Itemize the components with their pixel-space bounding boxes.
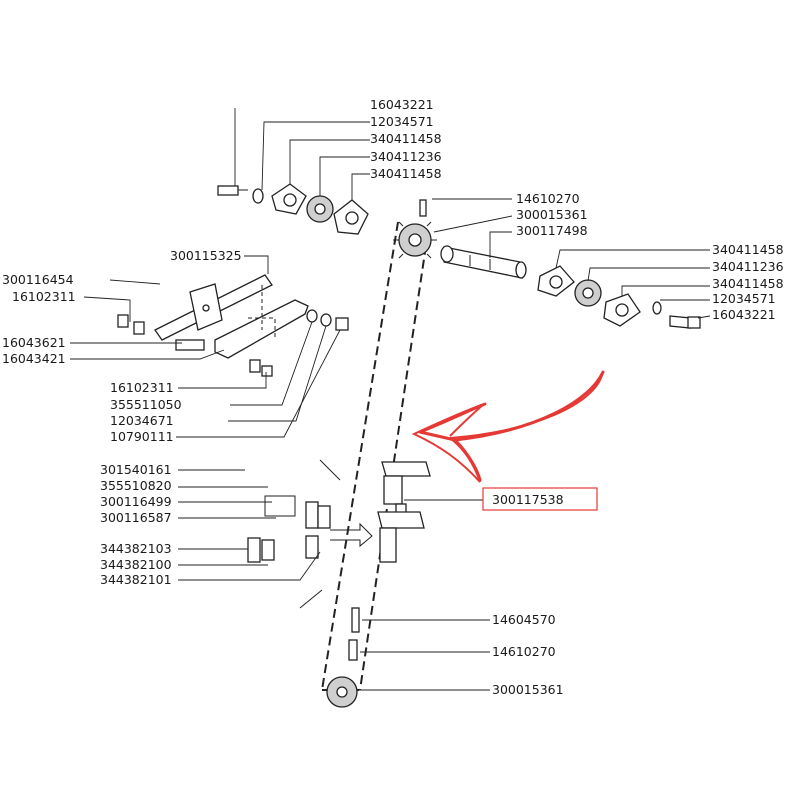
label-left-lower-3: 10790111 — [110, 429, 174, 444]
label-right-0: 340411458 — [712, 242, 784, 257]
top-sprocket — [393, 199, 437, 259]
leader-lines — [70, 108, 711, 691]
drive-shaft — [440, 245, 527, 279]
label-left-lower-2: 12034671 — [110, 413, 174, 428]
label-bottom-0: 14604570 — [492, 612, 556, 627]
label-right-1: 340411236 — [712, 259, 784, 274]
label-left-mid-1: 16043421 — [2, 351, 66, 366]
highlight-arrow-head — [411, 371, 604, 483]
label-bracket: 300115325 — [170, 248, 242, 263]
label-left-upper-0: 300116454 — [2, 272, 74, 287]
right-bearing-assembly — [537, 265, 701, 329]
label-right-3: 12034571 — [712, 291, 776, 306]
label-left-lower-0: 16102311 — [110, 380, 174, 395]
label-link-4: 344382103 — [100, 541, 172, 556]
link-parts — [247, 459, 341, 609]
label-link-5: 344382100 — [100, 557, 172, 572]
label-top-2: 340411458 — [370, 131, 442, 146]
label-top-4: 340411458 — [370, 166, 442, 181]
top-bearing-assembly — [217, 183, 369, 235]
label-link-1: 355510820 — [100, 478, 172, 493]
highlight-arrow — [418, 370, 605, 482]
conveyor-links — [330, 461, 431, 563]
bottom-parts — [326, 607, 360, 708]
label-left-mid-0: 16043621 — [2, 335, 66, 350]
label-top-3: 340411236 — [370, 149, 442, 164]
label-highlighted: 300117538 — [492, 492, 564, 507]
label-bottom-2: 300015361 — [492, 682, 564, 697]
label-right-2: 340411458 — [712, 276, 784, 291]
label-link-2: 300116499 — [100, 494, 172, 509]
label-link-0: 301540161 — [100, 462, 172, 477]
label-top-1: 12034571 — [370, 114, 434, 129]
mounting-bracket — [117, 274, 349, 377]
label-right-4: 16043221 — [712, 307, 776, 322]
label-chain-top-2: 300117498 — [516, 223, 588, 238]
part-labels: 16043221 12034571 340411458 340411236 34… — [2, 97, 784, 697]
label-left-upper-1: 16102311 — [12, 289, 76, 304]
label-bottom-1: 14610270 — [492, 644, 556, 659]
label-chain-top-0: 14610270 — [516, 191, 580, 206]
label-link-6: 344382101 — [100, 572, 172, 587]
label-left-lower-1: 355511050 — [110, 397, 182, 412]
label-link-3: 300116587 — [100, 510, 172, 525]
label-chain-top-1: 300015361 — [516, 207, 588, 222]
highlight-box — [482, 487, 598, 511]
label-top-0: 16043221 — [370, 97, 434, 112]
